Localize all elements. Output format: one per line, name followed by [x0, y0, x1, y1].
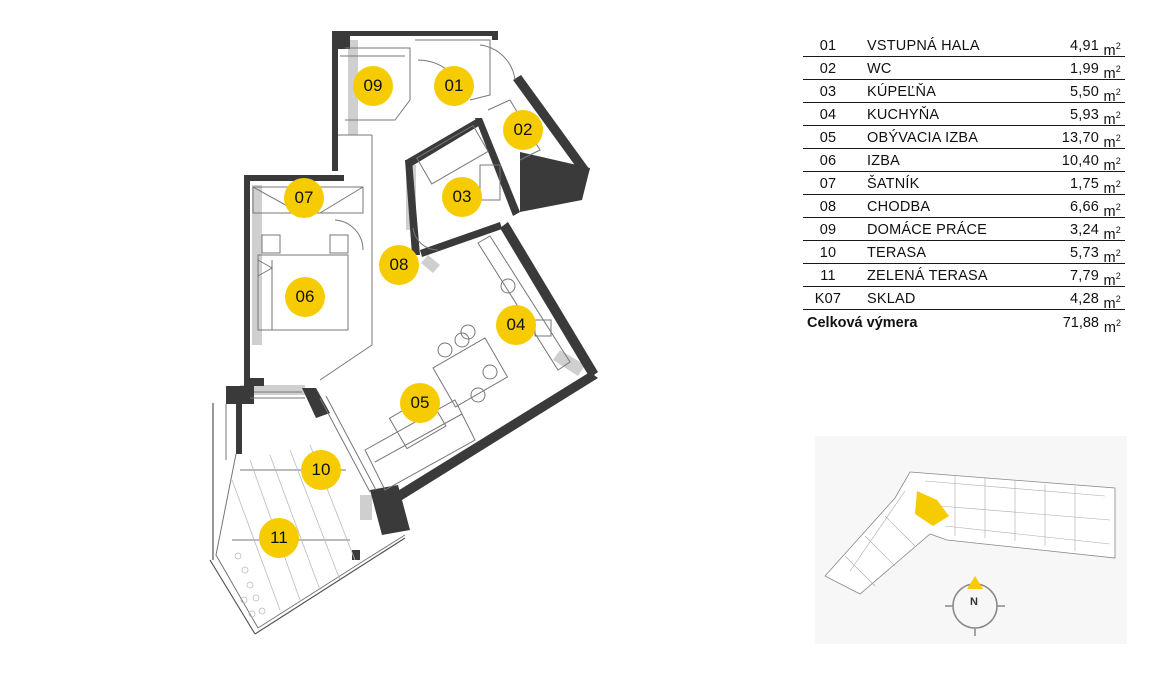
room-area: 1,99 — [1069, 61, 1099, 77]
room-badge-04[interactable]: 04 — [496, 305, 536, 345]
room-area: 10,40 — [1061, 153, 1099, 169]
room-code: 02 — [819, 61, 837, 77]
area-unit: m2 — [1103, 156, 1121, 174]
room-name: TERASA — [867, 245, 927, 261]
table-row: 02 WC 1,99 m2 — [803, 57, 1125, 82]
room-name: OBÝVACIA IZBA — [867, 130, 979, 146]
room-name: ZELENÁ TERASA — [867, 268, 988, 284]
total-area: 71,88 — [1062, 315, 1099, 331]
room-area: 7,79 — [1069, 268, 1099, 284]
area-unit: m2 — [1103, 225, 1121, 243]
room-area: 4,28 — [1069, 291, 1099, 307]
room-name: KÚPEĽŇA — [867, 84, 937, 100]
room-code: 10 — [819, 245, 837, 261]
room-area: 5,73 — [1069, 245, 1099, 261]
area-table: 01 VSTUPNÁ HALA 4,91 m2 02 WC 1,99 m2 03… — [803, 34, 1125, 336]
room-name: KUCHYŇA — [867, 107, 940, 123]
table-row: 06 IZBA 10,40 m2 — [803, 149, 1125, 174]
room-name: ŠATNÍK — [867, 176, 920, 192]
room-badge-03[interactable]: 03 — [442, 177, 482, 217]
compass — [945, 576, 1005, 636]
room-badge-06[interactable]: 06 — [285, 277, 325, 317]
walls — [226, 31, 598, 560]
floor-plan — [209, 31, 598, 635]
total-row: Celková výmera 71,88 m2 — [803, 310, 1125, 336]
room-code: 03 — [819, 84, 837, 100]
room-code: 04 — [819, 107, 837, 123]
area-unit: m2 — [1103, 64, 1121, 82]
area-unit: m2 — [1103, 87, 1121, 105]
total-unit: m2 — [1103, 318, 1121, 336]
room-badge-10[interactable]: 10 — [301, 450, 341, 490]
room-badge-09[interactable]: 09 — [353, 66, 393, 106]
room-area: 4,91 — [1069, 38, 1099, 54]
room-area: 6,66 — [1069, 199, 1099, 215]
room-badge-07[interactable]: 07 — [284, 178, 324, 218]
area-unit: m2 — [1103, 110, 1121, 128]
room-name: WC — [867, 61, 892, 77]
room-badge-02[interactable]: 02 — [503, 110, 543, 150]
room-area: 1,75 — [1069, 176, 1099, 192]
building-outline — [824, 471, 1116, 595]
area-unit: m2 — [1103, 248, 1121, 266]
building-rooms — [844, 476, 1111, 587]
room-name: DOMÁCE PRÁCE — [867, 222, 988, 238]
compass-north-label: N — [970, 596, 978, 608]
table-row: 09 DOMÁCE PRÁCE 3,24 m2 — [803, 218, 1125, 243]
room-code: 05 — [819, 130, 837, 146]
table-row: 11 ZELENÁ TERASA 7,79 m2 — [803, 264, 1125, 289]
room-area: 5,50 — [1069, 84, 1099, 100]
table-row: 04 KUCHYŇA 5,93 m2 — [803, 103, 1125, 128]
table-row: K07 SKLAD 4,28 m2 — [803, 287, 1125, 312]
area-unit: m2 — [1103, 133, 1121, 151]
room-name: VSTUPNÁ HALA — [867, 38, 980, 54]
room-name: SKLAD — [867, 291, 916, 307]
room-code: 06 — [819, 153, 837, 169]
room-badge-11[interactable]: 11 — [259, 518, 299, 558]
room-code: 01 — [819, 38, 837, 54]
area-unit: m2 — [1103, 271, 1121, 289]
room-badge-08[interactable]: 08 — [379, 245, 419, 285]
room-area: 3,24 — [1069, 222, 1099, 238]
area-unit: m2 — [1103, 294, 1121, 312]
area-unit: m2 — [1103, 202, 1121, 220]
room-code: 08 — [819, 199, 837, 215]
room-badge-05[interactable]: 05 — [400, 383, 440, 423]
room-area: 13,70 — [1061, 130, 1099, 146]
table-row: 08 CHODBA 6,66 m2 — [803, 195, 1125, 220]
room-name: IZBA — [867, 153, 901, 169]
room-code: 11 — [820, 268, 836, 284]
room-badge-01[interactable]: 01 — [434, 66, 474, 106]
area-unit: m2 — [1103, 179, 1121, 197]
key-plan — [815, 436, 1127, 644]
total-label: Celková výmera — [807, 315, 918, 331]
apartment-highlight — [915, 491, 949, 526]
rails — [209, 403, 406, 635]
room-code: 07 — [819, 176, 837, 192]
room-area: 5,93 — [1069, 107, 1099, 123]
table-row: 10 TERASA 5,73 m2 — [803, 241, 1125, 266]
table-row: 07 ŠATNÍK 1,75 m2 — [803, 172, 1125, 197]
room-code: 09 — [819, 222, 837, 238]
room-name: CHODBA — [867, 199, 931, 215]
table-row: 03 KÚPEĽŇA 5,50 m2 — [803, 80, 1125, 105]
area-unit: m2 — [1103, 41, 1121, 59]
table-row: 01 VSTUPNÁ HALA 4,91 m2 — [803, 34, 1125, 59]
room-code: K07 — [814, 291, 842, 307]
table-row: 05 OBÝVACIA IZBA 13,70 m2 — [803, 126, 1125, 151]
